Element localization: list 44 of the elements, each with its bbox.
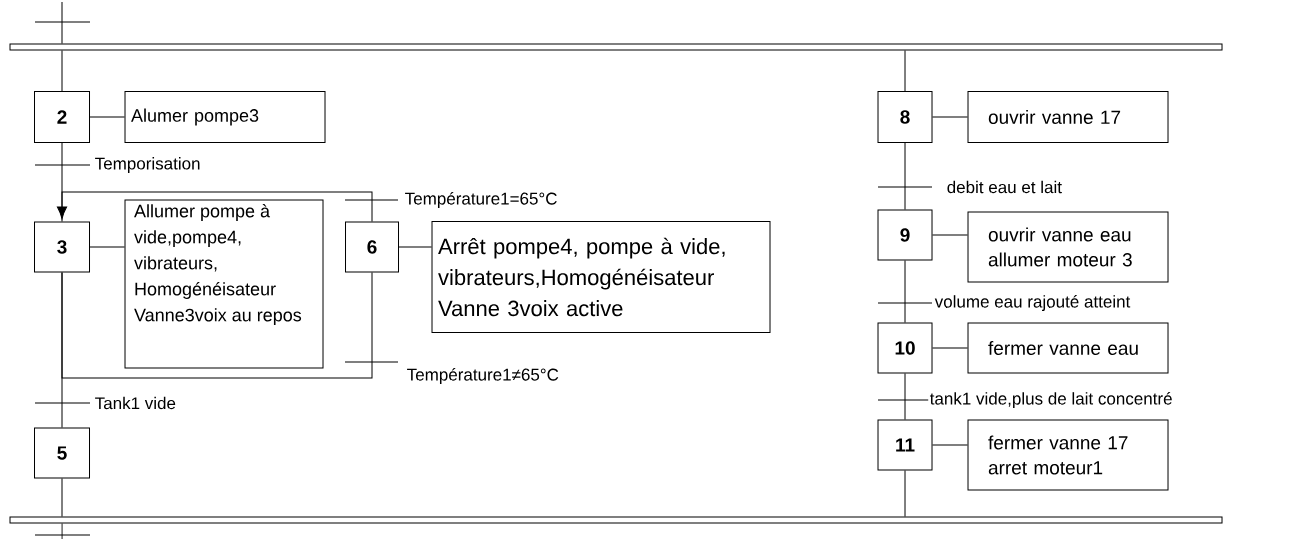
transition-label: Température1=65°C xyxy=(403,190,559,210)
action-box: ouvrir vanne eau allumer moteur 3 xyxy=(967,211,1169,283)
transition-label: Temporisation xyxy=(93,155,203,175)
action-box: ouvrir vanne 17 xyxy=(967,91,1169,143)
transition-label: tank1 vide,plus de lait concentré xyxy=(928,390,1175,410)
connector-line xyxy=(61,478,63,517)
step-box: 10 xyxy=(877,322,933,374)
transition-label: Température1≠65°C xyxy=(405,366,561,386)
transition-label: debit eau et lait xyxy=(945,179,1064,195)
connector-line xyxy=(61,50,63,92)
connector-line xyxy=(61,272,373,379)
step-box: 9 xyxy=(877,209,933,261)
connector-line xyxy=(932,234,968,236)
step-box: 3 xyxy=(34,221,90,273)
step-box: 11 xyxy=(877,419,933,471)
action-box: Alumer pompe3 xyxy=(124,91,326,143)
connector-line xyxy=(89,246,125,248)
connector-line xyxy=(932,347,968,349)
action-box: fermer vanne 17 arret moteur1 xyxy=(967,419,1169,491)
connector-line xyxy=(61,523,63,539)
synchronisation-bar xyxy=(9,43,1223,51)
step-box: 2 xyxy=(34,91,90,143)
synchronisation-bar xyxy=(9,516,1223,524)
step-box: 8 xyxy=(877,91,933,143)
transition-label: Tank1 vide xyxy=(93,395,178,411)
connector-line xyxy=(904,260,906,323)
connector-line xyxy=(61,1,63,44)
connector-line xyxy=(904,50,906,92)
connector-line xyxy=(904,142,906,210)
connector-line xyxy=(61,272,63,428)
action-box: Allumer pompe à vide,pompe4, vibrateurs, Homogénéisateur Vanne3voix au repos xyxy=(124,199,324,369)
connector-line xyxy=(932,116,968,118)
connector-line xyxy=(932,444,968,446)
transition-label: volume eau rajouté atteint xyxy=(933,293,1132,313)
connector-line xyxy=(904,373,906,420)
step-box: 6 xyxy=(345,221,399,273)
action-box: Arrêt pompe4, pompe à vide, vibrateurs,Homogénéisateur Vanne 3voix active xyxy=(431,221,771,333)
action-box: fermer vanne eau xyxy=(967,322,1169,374)
connector-line xyxy=(89,116,125,118)
connector-line xyxy=(61,142,63,222)
connector-line xyxy=(398,246,432,248)
connector-line xyxy=(904,470,906,517)
connector-line xyxy=(56,191,373,222)
step-box: 5 xyxy=(34,427,90,479)
